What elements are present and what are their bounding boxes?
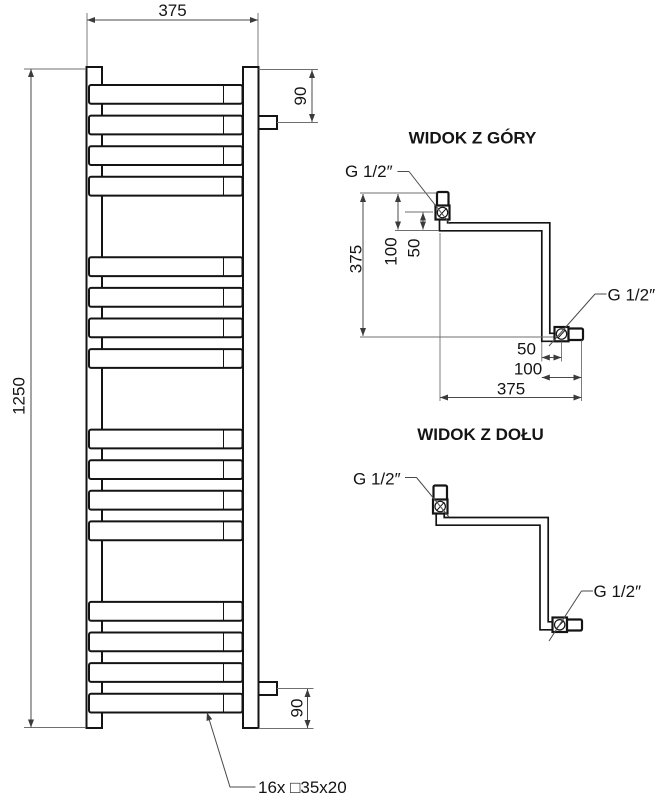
bottom-connection-stub xyxy=(257,681,278,696)
rung-spec-callout: 16x □35x20 xyxy=(206,712,347,797)
pipe-nut xyxy=(565,618,584,632)
front-view: 375 1250 90 90 16x □35x20 xyxy=(10,1,347,797)
left-rail xyxy=(85,66,103,729)
top-view-title: WIDOK Z GÓRY xyxy=(409,129,537,148)
top-view-left-fitting xyxy=(434,190,451,221)
rung xyxy=(88,520,244,542)
bottom-view-left-fitting-callout: G 1/2″ xyxy=(353,470,450,518)
rung xyxy=(88,428,244,450)
rung xyxy=(88,631,244,653)
top-view-left-dimensions: 375 100 50 xyxy=(347,192,439,336)
rung xyxy=(88,662,244,683)
rung xyxy=(88,256,244,278)
rung xyxy=(88,145,244,166)
width-dim-label: 375 xyxy=(158,1,186,20)
top-view-bottom-dimensions: 50 100 375 xyxy=(439,233,582,401)
top-connection-dimension: 90 xyxy=(258,69,318,123)
offset-dim-label: 100 xyxy=(514,360,542,379)
top-view-pipe xyxy=(438,217,560,343)
rung xyxy=(88,600,244,622)
bottom-view-pipe xyxy=(435,511,558,631)
pipe-nut xyxy=(432,484,449,502)
pipe-nut xyxy=(567,327,585,342)
rung-spec-label: 16x □35x20 xyxy=(258,778,347,797)
top-view-left-fitting-callout: G 1/2″ xyxy=(345,162,451,225)
bottom-view-right-fitting xyxy=(551,616,584,634)
depth-dim-label: 375 xyxy=(347,245,366,273)
fitting-label: G 1/2″ xyxy=(594,582,642,601)
rung xyxy=(88,84,244,105)
bottom-connection-dim-label: 90 xyxy=(288,699,307,718)
top-view-right-fitting-callout: G 1/2″ xyxy=(548,286,656,347)
rung xyxy=(88,489,244,511)
rung xyxy=(88,114,244,136)
rung xyxy=(88,459,244,481)
width-dim-label: 375 xyxy=(497,380,525,399)
rung xyxy=(88,348,244,369)
rung xyxy=(88,317,244,339)
top-connection-dim-label: 90 xyxy=(291,87,310,106)
pipe-dim-label: 50 xyxy=(405,239,424,258)
bottom-view: WIDOK Z DOŁU G 1/2″ G 1/2″ xyxy=(353,425,642,642)
fitting-label: G 1/2″ xyxy=(608,286,656,305)
rung-group xyxy=(88,84,244,714)
bottom-view-right-fitting-callout: G 1/2″ xyxy=(548,582,642,642)
fitting-label: G 1/2″ xyxy=(353,470,401,489)
height-dim-label: 1250 xyxy=(10,377,29,415)
bottom-view-title: WIDOK Z DOŁU xyxy=(417,425,544,444)
rung xyxy=(88,175,244,197)
rung xyxy=(88,286,244,308)
top-view-right-fitting xyxy=(553,325,585,343)
bottom-connection-dimension: 90 xyxy=(258,688,314,729)
rung xyxy=(88,692,244,714)
offset-dim-label: 100 xyxy=(382,237,401,265)
top-view: WIDOK Z GÓRY G 1/2″ G 1/2″ xyxy=(345,129,656,401)
pipe-nut xyxy=(435,190,450,208)
height-dimension: 1250 xyxy=(10,68,86,728)
fitting-label: G 1/2″ xyxy=(345,162,393,181)
width-dimension: 375 xyxy=(86,1,259,66)
right-rail xyxy=(242,66,260,729)
pipe-dim-label: 50 xyxy=(517,340,536,359)
top-connection-stub xyxy=(257,115,278,130)
